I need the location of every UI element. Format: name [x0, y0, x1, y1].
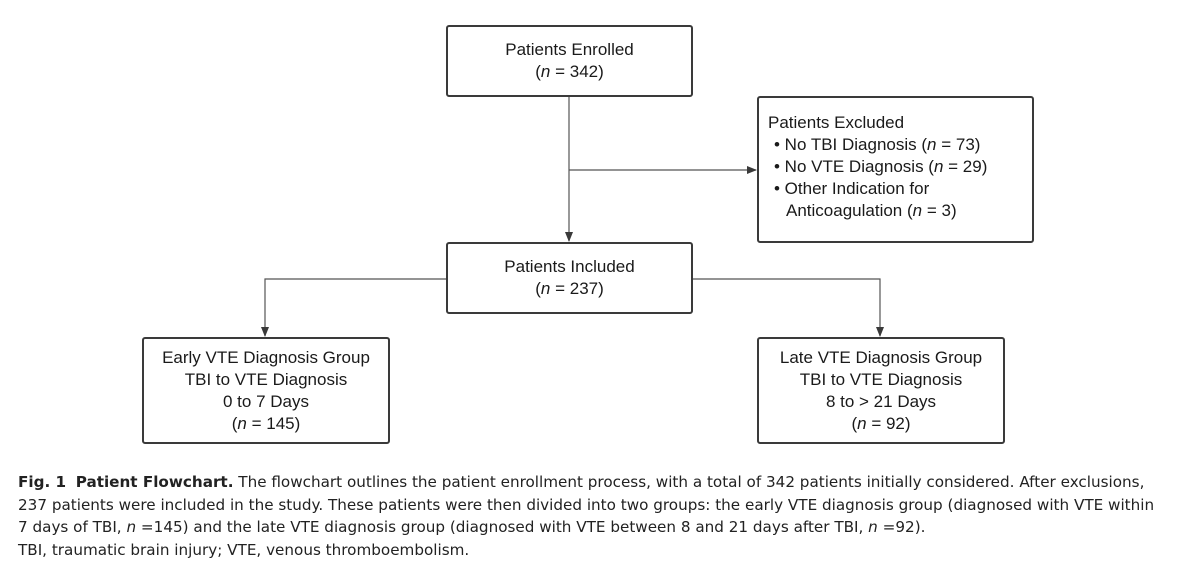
excluded-item-no-tbi: • No TBI Diagnosis (n = 73) [774, 135, 981, 154]
enrolled-title: Patients Enrolled [505, 40, 634, 59]
late-count: (n = 92) [851, 413, 911, 433]
caption-fig-label: Fig. 1 [18, 473, 67, 491]
early-line3: 0 to 7 Days [223, 391, 309, 411]
connector-lines [261, 96, 884, 337]
arrow-to-early [261, 278, 446, 337]
late-line2: TBI to VTE Diagnosis [799, 369, 963, 389]
figure-caption: Fig. 1 Patient Flowchart. The flowchart … [18, 473, 1155, 559]
included-count: (n = 237) [535, 279, 604, 298]
caption-title: Patient Flowchart. [75, 473, 234, 491]
late-line1: Late VTE Diagnosis Group [779, 347, 983, 367]
early-line1: Early VTE Diagnosis Group [162, 347, 370, 367]
excluded-item-no-vte: • No VTE Diagnosis (n = 29) [774, 157, 988, 176]
enrolled-count: (n = 342) [535, 62, 604, 81]
arrow-to-late [692, 278, 884, 337]
caption-text-2: =145) and the late VTE diagnosis group (… [136, 518, 869, 537]
late-vte-group-box: Late VTE Diagnosis Group TBI to VTE Diag… [757, 337, 1005, 444]
included-title: Patients Included [504, 257, 635, 276]
excluded-item-other: • Other Indication for [774, 179, 930, 198]
caption-abbreviations: TBI, traumatic brain injury; VTE, venous… [18, 540, 470, 559]
patients-enrolled-box: Patients Enrolled (n = 342) [446, 25, 693, 97]
excluded-title: Patients Excluded [768, 113, 905, 132]
caption-text-1: The flowchart outlines the patient enrol… [18, 473, 1155, 537]
early-vte-group-box: Early VTE Diagnosis Group TBI to VTE Dia… [142, 337, 390, 444]
early-count: (n = 145) [231, 413, 301, 433]
patients-excluded-box: Patients Excluded • No TBI Diagnosis (n … [757, 96, 1034, 243]
excluded-item-other-cont: Anticoagulation (n = 3) [786, 201, 957, 220]
caption-text-3: =92). [877, 518, 926, 537]
patients-included-box: Patients Included (n = 237) [446, 242, 693, 314]
early-line2: TBI to VTE Diagnosis [184, 369, 348, 389]
late-line3: 8 to > 21 Days [825, 391, 937, 411]
